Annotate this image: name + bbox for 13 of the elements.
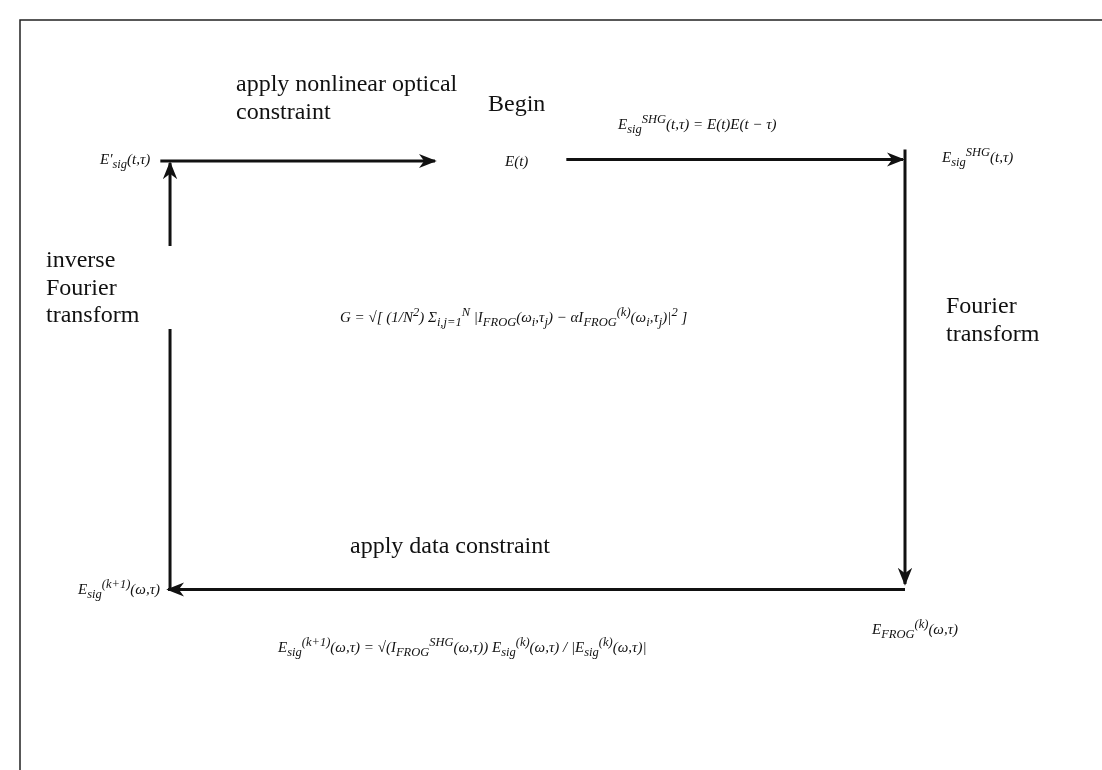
arrow	[566, 152, 905, 167]
start-label: Begin	[488, 90, 546, 117]
math-expression: E$_{FROG}$$^{(k)}$(ω,τ)	[872, 617, 959, 642]
math-formula: E$_{sig}$$^{(k+1)}$(ω,τ) = √(I$_{FROG}$$^{SHG}$(ω,τ)) E$_{sig}$$^{(k)}$(ω,τ) / |E$_{sig}$$^{(k)}$(ω,τ)|	[278, 635, 647, 660]
math-expression: E′$_{sig}$(t,τ)	[100, 150, 151, 172]
arrow	[166, 582, 905, 597]
math-expression: E$_{sig}$$^{SHG}$(t,τ) = E(t)E(t − τ)	[618, 112, 777, 137]
math-expression: E$_{sig}$$^{SHG}$(t,τ)	[942, 145, 1014, 170]
arrow	[160, 153, 437, 169]
arrow	[897, 149, 913, 586]
math-expression: E(t)	[505, 152, 529, 170]
math-formula: G = √[ (1/N$^{2}$) Σ$_{i,j=1}$$^{N}$ |I$_{FROG}$(ω$_{i}$,τ$_{j}$) − αI$_{FROG}$$^{(k)}$(ω$_{i}$,τ$_{j}$)|$^{2}$ ]	[340, 305, 688, 330]
math-expression: E$_{sig}$$^{(k+1)}$(ω,τ)	[78, 577, 161, 602]
